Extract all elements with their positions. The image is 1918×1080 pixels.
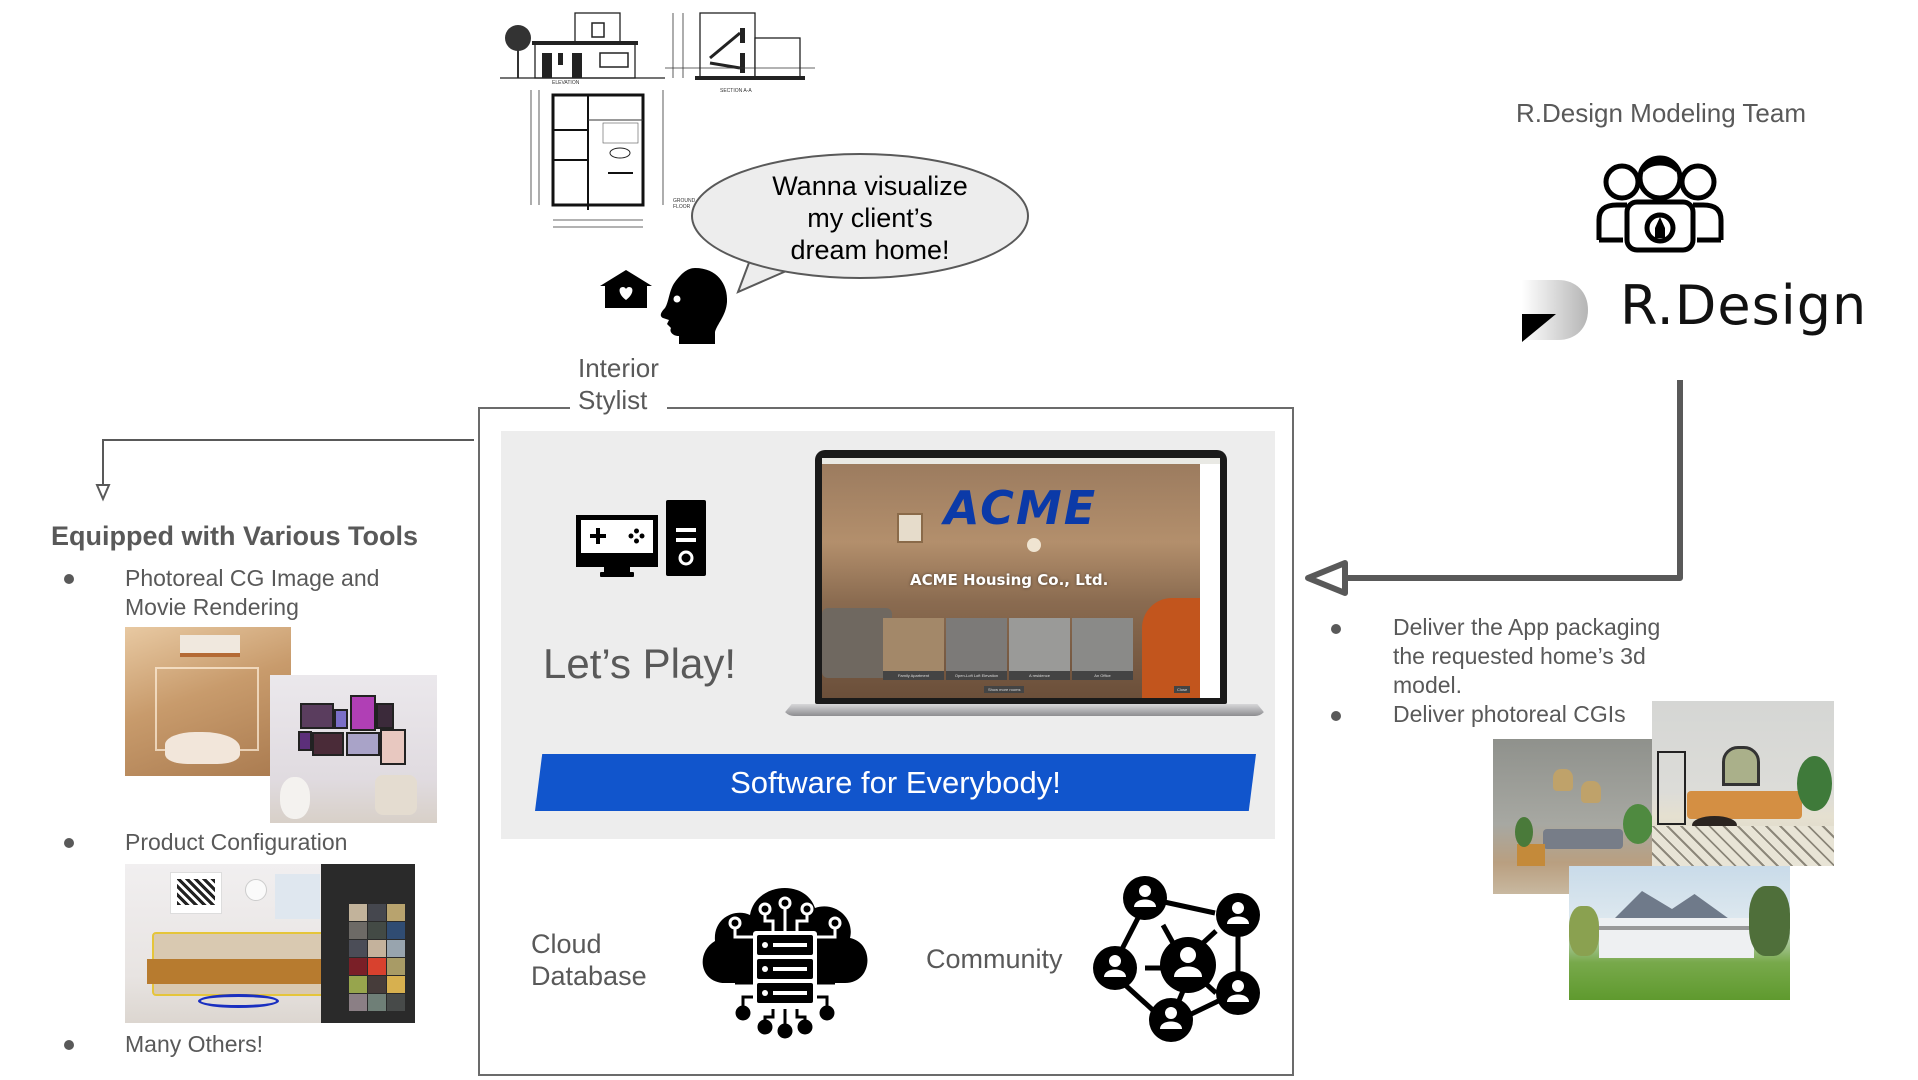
house-heart-icon (600, 270, 652, 308)
rdesign-logo: R.Design (1520, 274, 1866, 348)
speech-bubble (691, 153, 1029, 294)
close-button[interactable]: Close (1174, 686, 1191, 693)
acme-company-name: ACME Housing Co., Ltd. (910, 571, 1109, 589)
gaming-pc-icon (576, 500, 706, 577)
software-box (478, 407, 1294, 1076)
interior-stylist-label: Interior Stylist (570, 352, 667, 416)
tool-item-many-others: Many Others! (125, 1031, 264, 1057)
app-screen: ACME ACME Housing Co., Ltd. Family Apart… (822, 458, 1220, 698)
room-thumbnail[interactable]: A residence (1009, 618, 1070, 680)
bullet (64, 838, 74, 848)
rdesign-logo-text: R.Design (1620, 274, 1868, 337)
laptop-mockup[interactable]: ACME ACME Housing Co., Ltd. Family Apart… (782, 450, 1267, 732)
speech-line-2: my client’s (807, 203, 933, 233)
room-thumbnail[interactable]: Family Apartment (883, 618, 944, 680)
acme-logo: ACME (944, 481, 1098, 535)
cloud-database-label-line2: Database (531, 961, 647, 991)
elevation-label: ELEVATION (552, 80, 580, 86)
cloud-database-icon (702, 888, 868, 1039)
team-designer-icon (1596, 155, 1724, 253)
show-more-button[interactable]: Show more rooms (984, 686, 1025, 693)
delivery-item-app: Deliver the App packaging the requested … (1393, 613, 1660, 700)
speech-line-1: Wanna visualize (772, 171, 968, 201)
tool-item-rendering-line1: Photoreal CG Image and (125, 565, 380, 591)
bullet (64, 574, 74, 584)
blueprint-floor-plan: GROUND FLOOR (523, 85, 703, 237)
delivery-item-app-line1: Deliver the App packaging (1393, 614, 1661, 640)
bullet (64, 1040, 74, 1050)
gallery-room-render-image (270, 675, 437, 823)
interior-stylist-label-line2: Stylist (578, 385, 648, 415)
room-thumbnails: Family Apartment Open-Loft Loft Elevatio… (883, 618, 1133, 680)
tool-item-rendering: Photoreal CG Image and Movie Rendering (125, 564, 379, 622)
section-label: SECTION A-A (720, 88, 752, 94)
tool-item-product-config: Product Configuration (125, 829, 348, 855)
blueprint-elevation: ELEVATION (500, 8, 665, 86)
cloud-database-label: Cloud Database (531, 928, 647, 992)
software-for-everybody-banner: Software for Everybody! (535, 754, 1256, 811)
delivery-item-cgi: Deliver photoreal CGIs (1393, 701, 1626, 727)
delivery-item-app-line3: model. (1393, 672, 1463, 698)
community-label: Community (926, 944, 1063, 974)
house-exterior-render-image (1569, 866, 1790, 1000)
team-title: R.Design Modeling Team (1516, 98, 1806, 128)
head-profile-icon (660, 268, 728, 344)
blueprint-section: SECTION A-A (665, 8, 815, 98)
living-room-render-2-image (1652, 701, 1834, 866)
interior-stylist-label-line1: Interior (578, 353, 659, 383)
bullet (1331, 624, 1341, 634)
tools-heading: Equipped with Various Tools (51, 521, 419, 551)
room-thumbnail[interactable]: Open-Loft Loft Elevation (946, 618, 1007, 680)
community-network-icon (1093, 876, 1260, 1042)
room-thumbnail[interactable]: An Office (1072, 618, 1133, 680)
delivery-item-app-line2: the requested home’s 3d (1393, 643, 1646, 669)
sofa-configurator-image (125, 864, 415, 1023)
bullet (1331, 711, 1341, 721)
bathroom-render-image (125, 627, 291, 776)
speech-line-3: dream home! (790, 235, 950, 265)
tool-item-rendering-line2: Movie Rendering (125, 594, 299, 620)
cloud-database-label-line1: Cloud (531, 929, 602, 959)
speech-bubble-text: Wanna visualize my client’s dream home! (740, 170, 1000, 266)
floor-plan-label: GROUND FLOOR (673, 198, 696, 210)
rdesign-logo-mark (1522, 280, 1588, 342)
lets-play-text: Let’s Play! (543, 640, 736, 687)
laptop-base (782, 704, 1267, 716)
